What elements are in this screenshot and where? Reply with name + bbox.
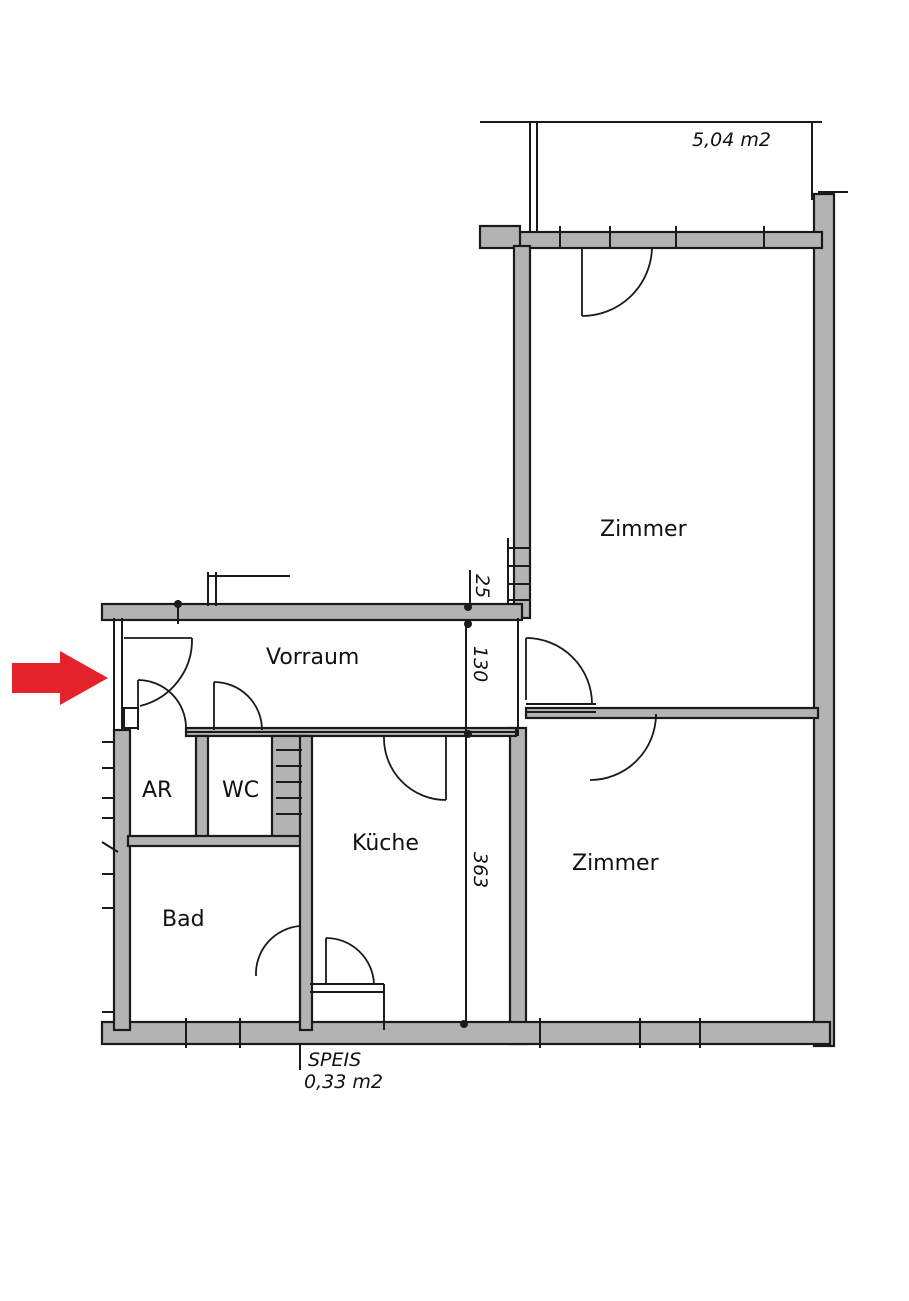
dimension-130: 130 xyxy=(469,646,491,682)
entrance-arrow-icon xyxy=(12,651,108,705)
speis-label: SPEIS xyxy=(308,1049,361,1071)
dimension-363: 363 xyxy=(469,852,491,888)
room-label-ar: AR xyxy=(142,778,172,803)
room-label-zimmer-bottom: Zimmer xyxy=(572,851,660,876)
room-label-kueche: Küche xyxy=(352,831,419,856)
balcony-outline xyxy=(480,121,848,232)
door-swings xyxy=(124,247,657,985)
walls xyxy=(100,192,836,1048)
room-label-zimmer-top: Zimmer xyxy=(600,517,688,542)
balcony-area-label: 5,04 m2 xyxy=(692,129,771,151)
detail-lines xyxy=(101,226,765,1070)
room-label-vorraum: Vorraum xyxy=(266,645,359,670)
speis-area-label: 0,33 m2 xyxy=(304,1071,383,1093)
dimension-25: 25 xyxy=(471,574,493,598)
room-label-wc: WC xyxy=(222,778,259,803)
room-label-bad: Bad xyxy=(162,907,205,932)
